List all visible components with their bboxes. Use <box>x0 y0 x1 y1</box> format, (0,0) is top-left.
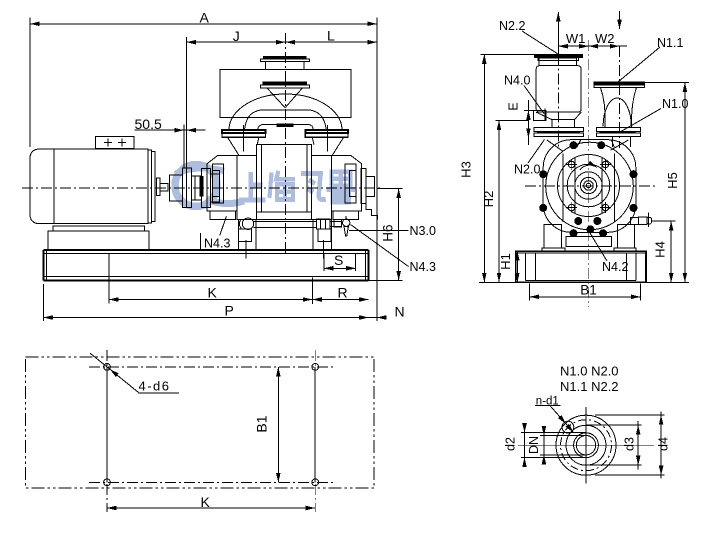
svg-text:N4.0: N4.0 <box>504 74 530 88</box>
svg-text:W1: W1 <box>566 31 586 46</box>
svg-text:H1: H1 <box>498 253 513 270</box>
svg-text:W2: W2 <box>595 31 615 46</box>
svg-text:B1: B1 <box>580 283 597 298</box>
svg-text:N: N <box>395 304 405 320</box>
svg-text:L: L <box>327 27 335 43</box>
svg-text:d3: d3 <box>622 437 636 451</box>
svg-text:4-d6: 4-d6 <box>139 379 171 394</box>
svg-text:N1.1: N1.1 <box>657 36 683 50</box>
svg-text:A: A <box>200 9 210 25</box>
svg-text:P: P <box>225 303 234 319</box>
svg-text:N2.0: N2.0 <box>514 163 540 177</box>
svg-text:N3.0: N3.0 <box>410 224 436 238</box>
svg-text:50.5: 50.5 <box>135 116 162 132</box>
svg-text:d2: d2 <box>503 437 517 451</box>
svg-text:S: S <box>334 252 343 268</box>
svg-text:N1.1 N2.2: N1.1 N2.2 <box>560 379 619 394</box>
svg-text:R: R <box>338 285 348 301</box>
svg-text:H4: H4 <box>653 241 668 258</box>
svg-text:B1: B1 <box>254 415 270 432</box>
svg-text:N1.0: N1.0 <box>662 97 688 111</box>
svg-text:N4.3: N4.3 <box>204 237 230 251</box>
svg-text:E: E <box>507 102 521 110</box>
svg-text:H6: H6 <box>381 225 396 242</box>
svg-text:H5: H5 <box>665 172 680 189</box>
svg-text:K: K <box>201 494 211 510</box>
svg-text:K: K <box>208 285 218 301</box>
svg-text:H3: H3 <box>459 161 474 178</box>
svg-text:N2.2: N2.2 <box>499 19 525 33</box>
svg-text:N4.2: N4.2 <box>602 260 628 274</box>
svg-text:J: J <box>233 28 240 44</box>
svg-text:N4.3: N4.3 <box>410 260 436 274</box>
svg-text:DN: DN <box>527 436 541 454</box>
svg-text:d4: d4 <box>656 437 670 451</box>
svg-text:N1.0 N2.0: N1.0 N2.0 <box>560 364 619 379</box>
svg-text:n-d1: n-d1 <box>536 396 559 408</box>
svg-text:H2: H2 <box>481 191 496 208</box>
